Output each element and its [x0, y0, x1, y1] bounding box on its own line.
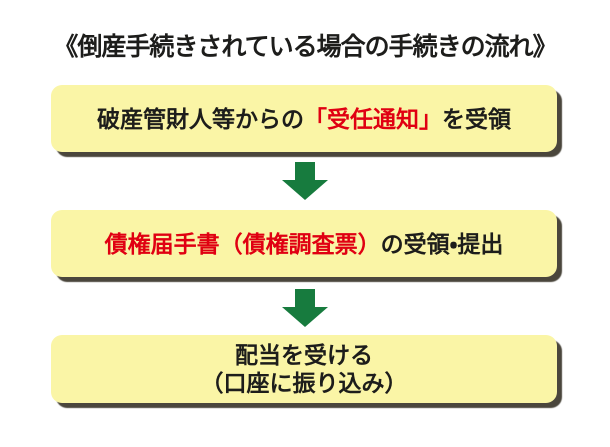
flow-step-2-box: 債権届手書（債権調査票）の受領・提出: [51, 210, 557, 277]
step-1-text-lead: 破産管財人等からの: [97, 105, 304, 132]
step-2-text-tail: の受領・提出: [380, 230, 504, 257]
page-title: 《倒産手続きされている場合の手続きの流れ》: [53, 33, 557, 61]
flow-step-1-box: 破産管財人等からの「受任通知」を受領: [51, 85, 557, 152]
flow-step-3-line-1: 配当を受ける: [235, 342, 373, 368]
flow-step-3-line-2: （口座に振り込み）: [200, 370, 408, 396]
flow-step-3-box: 配当を受ける （口座に振り込み）: [51, 335, 557, 403]
down-arrow-icon: [282, 162, 328, 200]
step-2-text-emphasis: 債権届手書（債権調査票）: [104, 230, 381, 257]
step-1-text-emphasis: 「受任通知」: [304, 105, 442, 132]
down-arrow-icon: [282, 289, 328, 327]
flow-step-2-text: 債権届手書（債権調査票）の受領・提出: [105, 230, 504, 258]
step-1-text-tail: を受領: [442, 105, 511, 132]
flow-step-1-text: 破産管財人等からの「受任通知」を受領: [97, 105, 511, 133]
